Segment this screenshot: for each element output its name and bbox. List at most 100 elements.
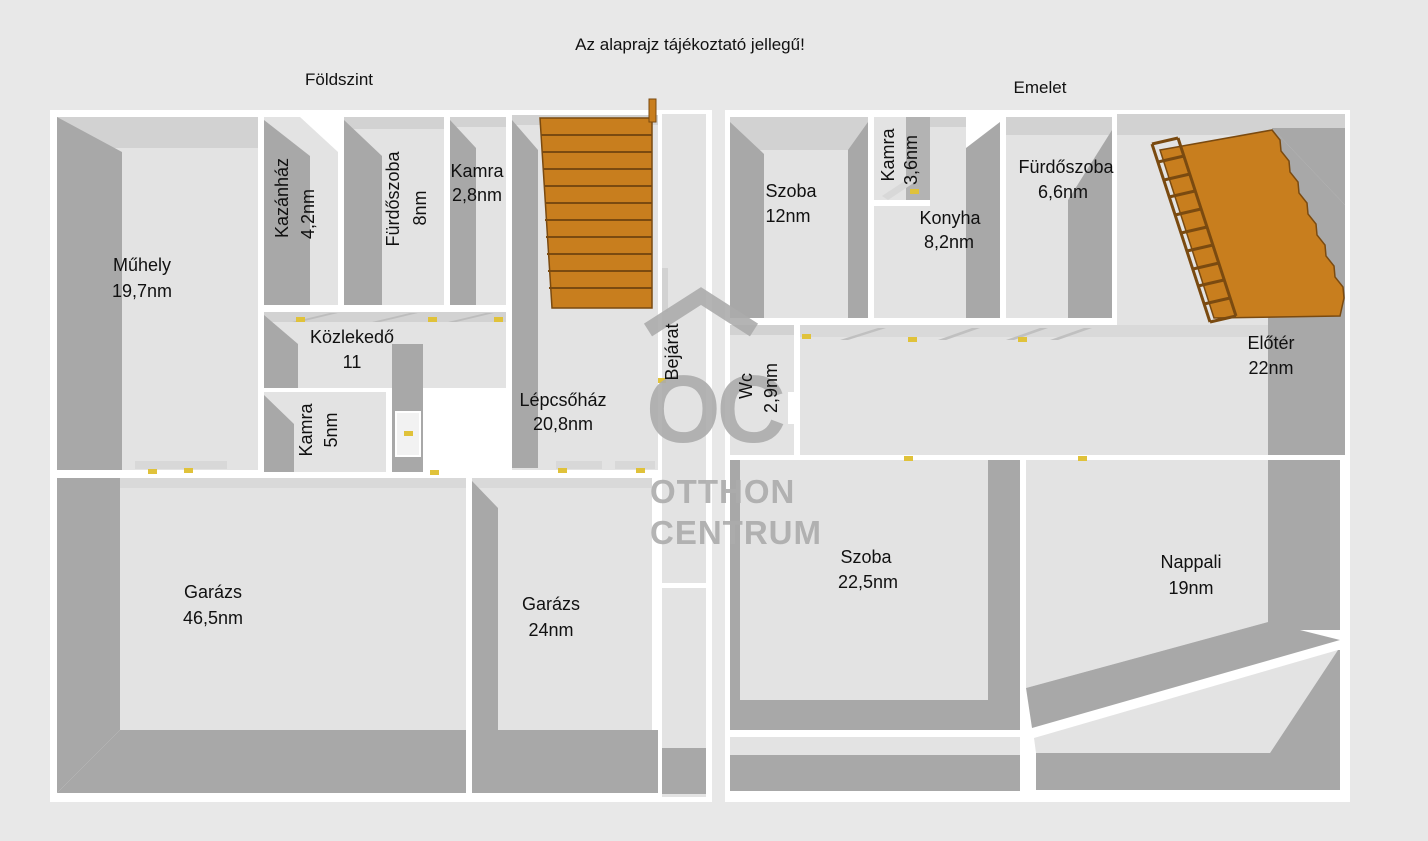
door-swing-marks (840, 328, 1092, 340)
door-nook (392, 344, 423, 472)
watermark-line2: CENTRUM (650, 514, 822, 551)
room-label: Wc (736, 373, 756, 399)
room-furdoszoba-upper (1006, 117, 1112, 318)
door-sill (615, 461, 655, 469)
room-label: Előtér (1247, 333, 1294, 353)
room-label: Kazánház (272, 158, 292, 238)
wall (1268, 460, 1340, 630)
door-opening (788, 392, 794, 424)
room-garazs-kis (472, 478, 658, 793)
room-area: 2,8nm (452, 185, 502, 205)
room-kamra (264, 392, 386, 472)
wall (988, 460, 1020, 730)
ground-floor-plan (50, 98, 712, 802)
terrace-floor (730, 737, 1020, 755)
wall (1068, 130, 1112, 318)
door-sill (135, 461, 227, 469)
wall (264, 315, 298, 388)
disclaimer-text: Az alaprajz tájékoztató jellegű! (575, 35, 805, 54)
wall (264, 120, 310, 305)
wall (57, 478, 120, 793)
room-muhely (57, 117, 258, 470)
wall (730, 755, 1020, 791)
labels: Az alaprajz tájékoztató jellegű! Földszi… (112, 35, 1295, 640)
terrace-floor (1034, 650, 1338, 753)
room-label: Közlekedő (310, 327, 394, 347)
wall (730, 460, 740, 730)
wall (730, 122, 764, 318)
room-area: 24nm (528, 620, 573, 640)
room-area: 19,7nm (112, 281, 172, 301)
room-label: Szoba (840, 547, 892, 567)
room-label: Kamra (878, 128, 898, 182)
watermark-line1: OTTHON (650, 473, 795, 510)
door-sill (662, 268, 668, 312)
room-area: 4,2nm (298, 189, 318, 239)
room-label: Műhely (113, 255, 171, 275)
room-label: Nappali (1160, 552, 1221, 572)
wall (472, 481, 498, 730)
room-area: 46,5nm (183, 608, 243, 628)
ground-plan-title: Földszint (305, 70, 373, 89)
door-swing-marks (882, 176, 918, 200)
room-label: Garázs (184, 582, 242, 602)
wall (264, 395, 294, 472)
room-area: 8,2nm (924, 232, 974, 252)
room-area: 20,8nm (533, 414, 593, 434)
room-kazanhaz (264, 117, 338, 305)
wall (848, 122, 868, 318)
wall-diagonal (1026, 622, 1340, 728)
watermark-roof-icon (643, 287, 759, 337)
wall (662, 748, 706, 794)
room-szoba-nagy (730, 460, 1020, 791)
wall (966, 122, 1000, 318)
room-konyha (874, 117, 1000, 318)
room-label: Lépcsőház (519, 390, 606, 410)
room-szoba-kis (730, 117, 868, 318)
upper-floor-plan (725, 110, 1350, 802)
room-label: Fürdőszoba (1018, 157, 1114, 177)
room-bejarat (662, 114, 706, 797)
watermark: OC OTTHON CENTRUM (643, 287, 822, 551)
wall (512, 120, 538, 468)
room-wc (730, 325, 794, 455)
room-area: 8nm (410, 190, 430, 225)
door-indicators (148, 189, 1087, 475)
door-opening (300, 117, 338, 152)
room-kamra-upper (874, 117, 930, 200)
room-label: Garázs (522, 594, 580, 614)
wall (472, 730, 658, 793)
room-area: 22,5nm (838, 572, 898, 592)
room-label: Szoba (765, 181, 817, 201)
wall (730, 700, 1020, 730)
room-label: Kamra (450, 161, 504, 181)
room-lepcsohaz (512, 98, 658, 470)
room-area: 19nm (1168, 578, 1213, 598)
room-area: 2,9nm (761, 363, 781, 413)
stairs-ground (539, 98, 657, 309)
room-area: 12nm (765, 206, 810, 226)
wall (344, 120, 382, 305)
wall (57, 730, 466, 793)
room-area: 11 (343, 352, 362, 372)
wall (57, 117, 122, 470)
wall (450, 120, 476, 305)
room-kamra-kis (450, 117, 506, 305)
watermark-monogram: OC (646, 356, 784, 463)
stairs-railing (1150, 136, 1238, 324)
room-garazs-nagy (57, 478, 466, 793)
room-area: 3,6nm (901, 135, 921, 185)
door-sill (556, 461, 602, 469)
room-kozlekedo (264, 312, 506, 388)
wall (1036, 650, 1340, 790)
room-label: Fürdőszoba (383, 150, 403, 246)
upper-plan-title: Emelet (1014, 78, 1067, 97)
room-label: Kamra (296, 403, 316, 457)
room-nappali (1026, 460, 1340, 790)
threshold (662, 583, 706, 588)
room-area: 6,6nm (1038, 182, 1088, 202)
upper-corridor (800, 325, 1268, 455)
room-area: 22nm (1248, 358, 1293, 378)
room-area: 5nm (321, 412, 341, 447)
